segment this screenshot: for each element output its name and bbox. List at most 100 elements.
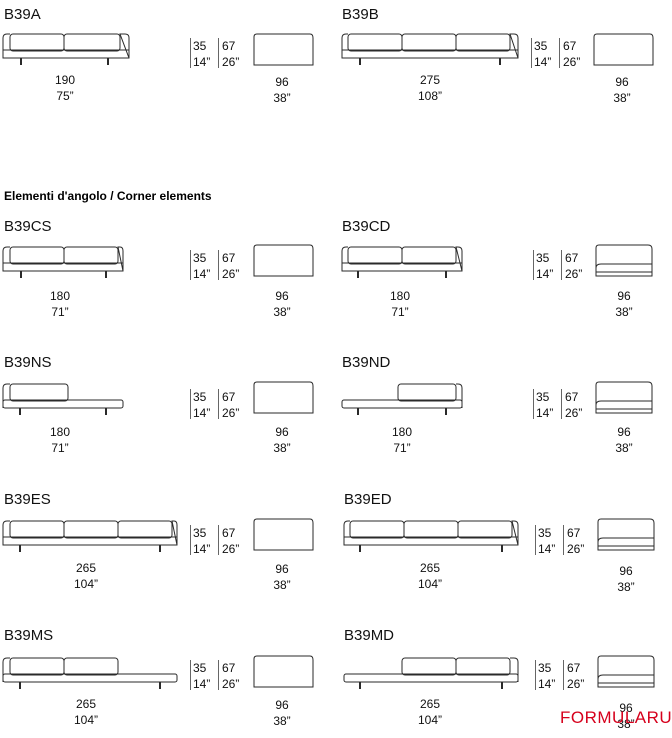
product-code: B39MD bbox=[344, 627, 395, 644]
width-in: 104” bbox=[73, 577, 99, 591]
depth-cm: 96 bbox=[619, 701, 633, 715]
width-in: 71” bbox=[391, 305, 409, 319]
total-height-cm: 67 bbox=[567, 526, 581, 540]
seat-height-cm: 35 bbox=[193, 526, 207, 540]
seat-height-cm: 35 bbox=[193, 251, 207, 265]
seat-height-in: 14” bbox=[193, 677, 211, 691]
sofa-front-drawing bbox=[2, 246, 124, 278]
total-height-cm: 67 bbox=[565, 390, 579, 404]
depth-in: 38” bbox=[615, 441, 633, 455]
total-height-cm: 67 bbox=[222, 251, 236, 265]
total-height-in: 26” bbox=[565, 406, 583, 420]
product-code: B39CS bbox=[4, 218, 52, 235]
sofa-side-drawing bbox=[597, 655, 655, 688]
width-cm: 265 bbox=[75, 561, 97, 575]
depth-cm: 96 bbox=[275, 562, 289, 576]
total-height-in: 26” bbox=[222, 677, 240, 691]
depth-cm: 96 bbox=[615, 75, 629, 89]
depth-in: 38” bbox=[615, 305, 633, 319]
depth-in: 38” bbox=[273, 714, 291, 728]
width-cm: 180 bbox=[391, 425, 413, 439]
total-height-in: 26” bbox=[222, 267, 240, 281]
width-cm: 265 bbox=[419, 697, 441, 711]
seat-height-in: 14” bbox=[538, 677, 556, 691]
depth-in: 38” bbox=[617, 580, 635, 594]
total-height-cm: 67 bbox=[222, 39, 236, 53]
total-height-cm: 67 bbox=[567, 661, 581, 675]
product-code: B39B bbox=[342, 6, 379, 23]
total-height-in: 26” bbox=[222, 55, 240, 69]
product-code: B39ES bbox=[4, 491, 51, 508]
width-cm: 180 bbox=[49, 289, 71, 303]
width-in: 71” bbox=[393, 441, 411, 455]
product-code: B39CD bbox=[342, 218, 391, 235]
section-heading: Elementi d'angolo / Corner elements bbox=[4, 189, 212, 203]
height-bar bbox=[190, 525, 191, 555]
sofa-front-drawing bbox=[2, 657, 178, 689]
height-bar bbox=[559, 38, 560, 68]
total-height-in: 26” bbox=[222, 406, 240, 420]
height-bar bbox=[535, 660, 536, 690]
sofa-front-drawing bbox=[2, 520, 178, 552]
seat-height-in: 14” bbox=[538, 542, 556, 556]
seat-height-in: 14” bbox=[193, 55, 211, 69]
seat-height-cm: 35 bbox=[538, 526, 552, 540]
depth-cm: 96 bbox=[275, 289, 289, 303]
total-height-in: 26” bbox=[563, 55, 581, 69]
seat-height-in: 14” bbox=[193, 267, 211, 281]
sofa-front-drawing bbox=[2, 33, 130, 65]
width-cm: 275 bbox=[419, 73, 441, 87]
width-cm: 265 bbox=[419, 561, 441, 575]
sofa-front-drawing bbox=[2, 383, 124, 415]
width-in: 71” bbox=[51, 305, 69, 319]
height-bar bbox=[190, 38, 191, 68]
height-bar bbox=[535, 525, 536, 555]
width-in: 71” bbox=[51, 441, 69, 455]
height-bar bbox=[218, 660, 219, 690]
sofa-side-drawing bbox=[593, 33, 654, 66]
height-bar bbox=[561, 250, 562, 280]
total-height-in: 26” bbox=[567, 677, 585, 691]
sofa-front-drawing bbox=[341, 33, 519, 65]
total-height-cm: 67 bbox=[222, 661, 236, 675]
sofa-side-drawing bbox=[253, 381, 314, 414]
total-height-in: 26” bbox=[222, 542, 240, 556]
depth-in: 38” bbox=[617, 717, 635, 731]
width-cm: 180 bbox=[389, 289, 411, 303]
depth-in: 38” bbox=[273, 91, 291, 105]
height-bar bbox=[218, 389, 219, 419]
seat-height-in: 14” bbox=[534, 55, 552, 69]
sofa-side-drawing bbox=[253, 33, 314, 66]
seat-height-cm: 35 bbox=[538, 661, 552, 675]
width-in: 104” bbox=[73, 713, 99, 727]
height-bar bbox=[533, 389, 534, 419]
height-bar bbox=[190, 389, 191, 419]
width-cm: 265 bbox=[75, 697, 97, 711]
height-bar bbox=[563, 660, 564, 690]
seat-height-cm: 35 bbox=[193, 39, 207, 53]
seat-height-in: 14” bbox=[193, 542, 211, 556]
product-code: B39ND bbox=[342, 354, 391, 371]
sofa-side-drawing bbox=[595, 244, 653, 277]
width-in: 104” bbox=[417, 713, 443, 727]
sofa-side-drawing bbox=[253, 244, 314, 277]
sofa-side-drawing bbox=[597, 518, 655, 551]
sofa-front-drawing bbox=[343, 520, 519, 552]
product-code: B39MS bbox=[4, 627, 54, 644]
depth-cm: 96 bbox=[275, 425, 289, 439]
seat-height-in: 14” bbox=[193, 406, 211, 420]
width-in: 75” bbox=[56, 89, 74, 103]
depth-in: 38” bbox=[273, 441, 291, 455]
height-bar bbox=[218, 250, 219, 280]
depth-in: 38” bbox=[273, 578, 291, 592]
depth-in: 38” bbox=[613, 91, 631, 105]
height-bar bbox=[561, 389, 562, 419]
depth-cm: 96 bbox=[619, 564, 633, 578]
width-cm: 180 bbox=[49, 425, 71, 439]
width-cm: 190 bbox=[54, 73, 76, 87]
sofa-front-drawing bbox=[343, 657, 519, 689]
seat-height-cm: 35 bbox=[193, 390, 207, 404]
height-bar bbox=[533, 250, 534, 280]
height-bar bbox=[190, 660, 191, 690]
